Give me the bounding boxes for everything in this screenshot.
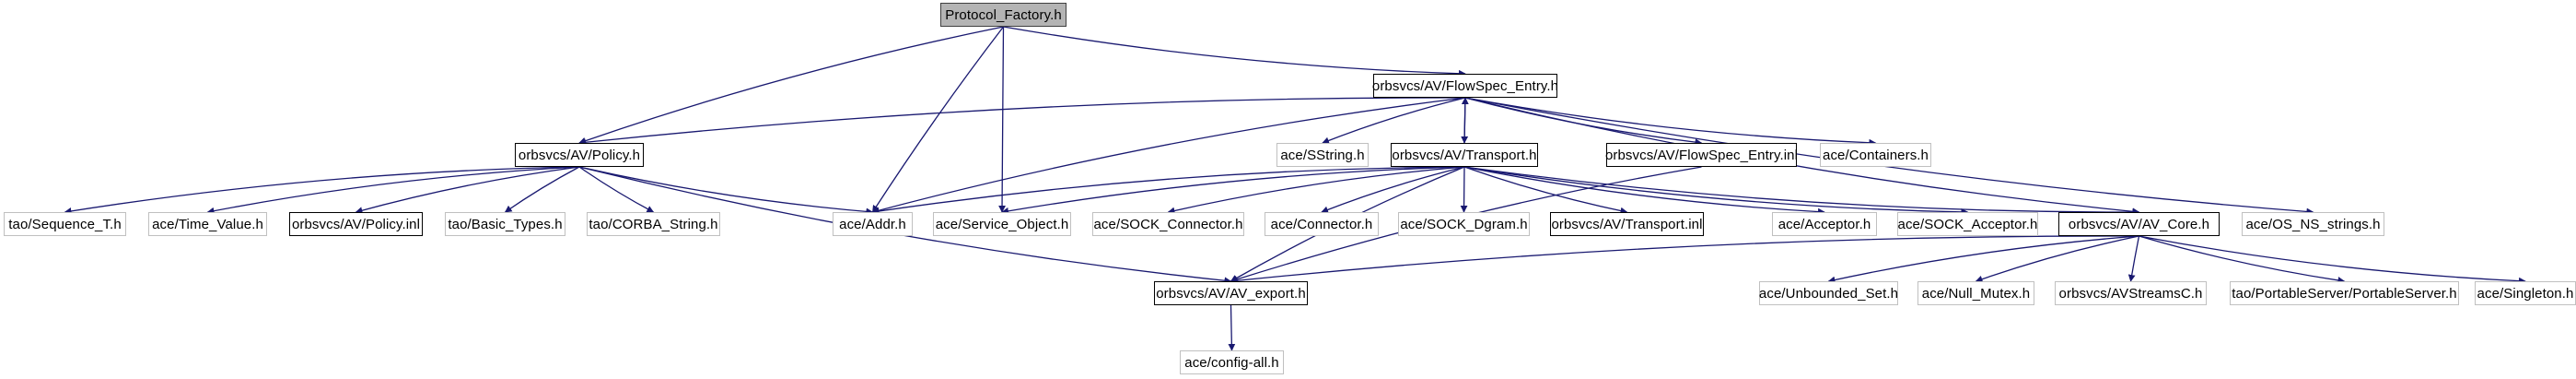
graph-node-protocol_factory[interactable]: Protocol_Factory.h <box>940 3 1067 27</box>
graph-node-label: orbsvcs/AV/FlowSpec_Entry.h <box>1371 77 1559 94</box>
graph-edge-protocol_factory-to-addr_h <box>871 26 1005 213</box>
graph-node-connector_h[interactable]: ace/Connector.h <box>1265 212 1379 236</box>
graph-node-label: orbsvcs/AV/AV_Core.h <box>2068 216 2210 232</box>
graph-node-config_all_h[interactable]: ace/config-all.h <box>1180 350 1284 374</box>
graph-edge-av_core_h-to-singleton_h <box>2139 235 2526 285</box>
graph-edge-flowspec_entry_h-to-policy_h <box>578 97 1466 147</box>
graph-edge-policy_h-to-time_value_h <box>206 166 580 215</box>
graph-node-service_object_h[interactable]: ace/Service_Object.h <box>933 212 1071 236</box>
graph-node-time_value_h[interactable]: ace/Time_Value.h <box>148 212 267 236</box>
graph-node-avstreamsc_h[interactable]: orbsvcs/AVStreamsC.h <box>2055 281 2207 305</box>
graph-edge-av_core_h-to-av_export_h <box>1230 235 2139 285</box>
graph-node-label: ace/Null_Mutex.h <box>1921 285 2031 302</box>
graph-edge-transport_h-to-sock_dgram_h <box>1460 166 1468 213</box>
graph-node-acceptor_h[interactable]: ace/Acceptor.h <box>1772 212 1877 236</box>
graph-node-label: ace/SOCK_Acceptor.h <box>1897 216 2038 232</box>
graph-edge-transport_h-to-addr_h <box>871 166 1465 215</box>
graph-node-label: ace/Addr.h <box>839 216 906 232</box>
graph-node-basic_types_h[interactable]: tao/Basic_Types.h <box>445 212 565 236</box>
graph-node-transport_inl[interactable]: orbsvcs/AV/Transport.inl <box>1550 212 1704 236</box>
graph-edge-policy_h-to-corba_string_h <box>578 166 655 213</box>
graph-node-label: orbsvcs/AV/Transport.inl <box>1551 216 1703 232</box>
graph-edge-flowspec_entry_h-to-containers_h <box>1464 97 1877 147</box>
graph-node-label: Protocol_Factory.h <box>945 6 1062 23</box>
graph-edge-transport_h-to-service_object_h <box>1001 166 1465 215</box>
graph-node-label: orbsvcs/AV/FlowSpec_Entry.inl <box>1604 147 1799 163</box>
graph-node-addr_h[interactable]: ace/Addr.h <box>833 212 913 236</box>
graph-node-label: orbsvcs/AV/AV_export.h <box>1156 285 1306 302</box>
graph-node-label: ace/Time_Value.h <box>152 216 263 232</box>
graph-edge-transport_h-to-sock_connector_h <box>1167 166 1465 215</box>
graph-node-containers_h[interactable]: ace/Containers.h <box>1820 143 1931 167</box>
graph-node-sock_acceptor_h[interactable]: ace/SOCK_Acceptor.h <box>1897 212 2038 236</box>
graph-node-label: ace/SString.h <box>1280 147 1365 163</box>
graph-node-transport_h[interactable]: orbsvcs/AV/Transport.h <box>1391 143 1538 167</box>
graph-node-label: orbsvcs/AVStreamsC.h <box>2058 285 2203 302</box>
graph-node-label: ace/Containers.h <box>1823 147 1929 163</box>
graph-node-label: ace/Service_Object.h <box>935 216 1069 232</box>
graph-node-label: tao/PortableServer/PortableServer.h <box>2232 285 2457 302</box>
graph-edge-transport_h-to-av_core_h <box>1463 166 2140 216</box>
graph-edge-protocol_factory-to-flowspec_entry_h <box>1003 26 1466 77</box>
graph-node-policy_inl[interactable]: orbsvcs/AV/Policy.inl <box>289 212 423 236</box>
graph-node-label: ace/Acceptor.h <box>1778 216 1871 232</box>
graph-node-corba_string_h[interactable]: tao/CORBA_String.h <box>587 212 720 236</box>
graph-node-sequence_t_h[interactable]: tao/Sequence_T.h <box>4 212 126 236</box>
graph-node-sock_connector_h[interactable]: ace/SOCK_Connector.h <box>1092 212 1244 236</box>
graph-node-label: orbsvcs/AV/Transport.h <box>1392 147 1537 163</box>
graph-edge-transport_h-to-connector_h <box>1321 166 1465 214</box>
graph-edge-transport_h-to-sock_acceptor_h <box>1463 166 1969 216</box>
graph-edge-policy_h-to-addr_h <box>578 166 874 216</box>
graph-node-label: ace/config-all.h <box>1184 354 1279 371</box>
graph-edge-transport_h-to-acceptor_h <box>1463 166 1825 216</box>
graph-node-label: tao/Sequence_T.h <box>8 216 122 232</box>
graph-node-label: ace/SOCK_Dgram.h <box>1400 216 1528 232</box>
graph-edge-flowspec_entry_h-to-sstring_h <box>1322 97 1466 145</box>
graph-node-portableserver_h[interactable]: tao/PortableServer/PortableServer.h <box>2230 281 2459 305</box>
graph-edge-policy_h-to-policy_inl <box>355 166 580 214</box>
graph-node-av_export_h[interactable]: orbsvcs/AV/AV_export.h <box>1154 281 1308 305</box>
graph-node-os_ns_strings_h[interactable]: ace/OS_NS_strings.h <box>2242 212 2384 236</box>
graph-node-unbounded_set_h[interactable]: ace/Unbounded_Set.h <box>1759 281 1898 305</box>
graph-edge-av_core_h-to-portableserver_h <box>2139 235 2346 284</box>
graph-node-av_core_h[interactable]: orbsvcs/AV/AV_Core.h <box>2058 212 2220 236</box>
graph-edge-flowspec_entry_h-to-av_core_h <box>1464 97 2140 216</box>
graph-node-label: tao/Basic_Types.h <box>448 216 563 232</box>
graph-node-label: ace/OS_NS_strings.h <box>2245 216 2381 232</box>
graph-edge-av_export_h-to-config_all_h <box>1228 304 1236 351</box>
graph-node-sstring_h[interactable]: ace/SString.h <box>1276 143 1369 167</box>
graph-node-sock_dgram_h[interactable]: ace/SOCK_Dgram.h <box>1398 212 1530 236</box>
graph-node-label: orbsvcs/AV/Policy.inl <box>291 216 421 232</box>
graph-node-flowspec_entry_inl[interactable]: orbsvcs/AV/FlowSpec_Entry.inl <box>1604 143 1799 167</box>
graph-node-policy_h[interactable]: orbsvcs/AV/Policy.h <box>515 143 644 167</box>
graph-node-label: orbsvcs/AV/Policy.h <box>518 147 641 163</box>
graph-edge-policy_h-to-sequence_t_h <box>64 166 580 215</box>
graph-node-label: tao/CORBA_String.h <box>589 216 718 232</box>
graph-edge-av_core_h-to-null_mutex_h <box>1975 235 2139 283</box>
graph-edge-av_core_h-to-unbounded_set_h <box>1827 235 2139 284</box>
graph-edge-protocol_factory-to-service_object_h <box>998 26 1006 213</box>
graph-node-label: ace/Connector.h <box>1270 216 1373 232</box>
graph-node-null_mutex_h[interactable]: ace/Null_Mutex.h <box>1917 281 2034 305</box>
graph-edge-transport_h-to-transport_inl <box>1463 166 1628 215</box>
graph-edge-av_core_h-to-avstreamsc_h <box>2127 235 2140 282</box>
graph-node-label: ace/Singleton.h <box>2477 285 2574 302</box>
graph-node-flowspec_entry_h[interactable]: orbsvcs/AV/FlowSpec_Entry.h <box>1371 74 1559 98</box>
graph-node-singleton_h[interactable]: ace/Singleton.h <box>2475 281 2576 305</box>
graph-edge-transport_h-to-flowspec_entry_h <box>1461 97 1469 144</box>
graph-node-label: ace/SOCK_Connector.h <box>1093 216 1243 232</box>
graph-edge-flowspec_entry_h-to-addr_h <box>871 97 1466 214</box>
graph-edge-policy_h-to-basic_types_h <box>504 166 580 213</box>
graph-node-label: ace/Unbounded_Set.h <box>1758 285 1899 302</box>
graph-edge-protocol_factory-to-policy_h <box>578 26 1004 145</box>
